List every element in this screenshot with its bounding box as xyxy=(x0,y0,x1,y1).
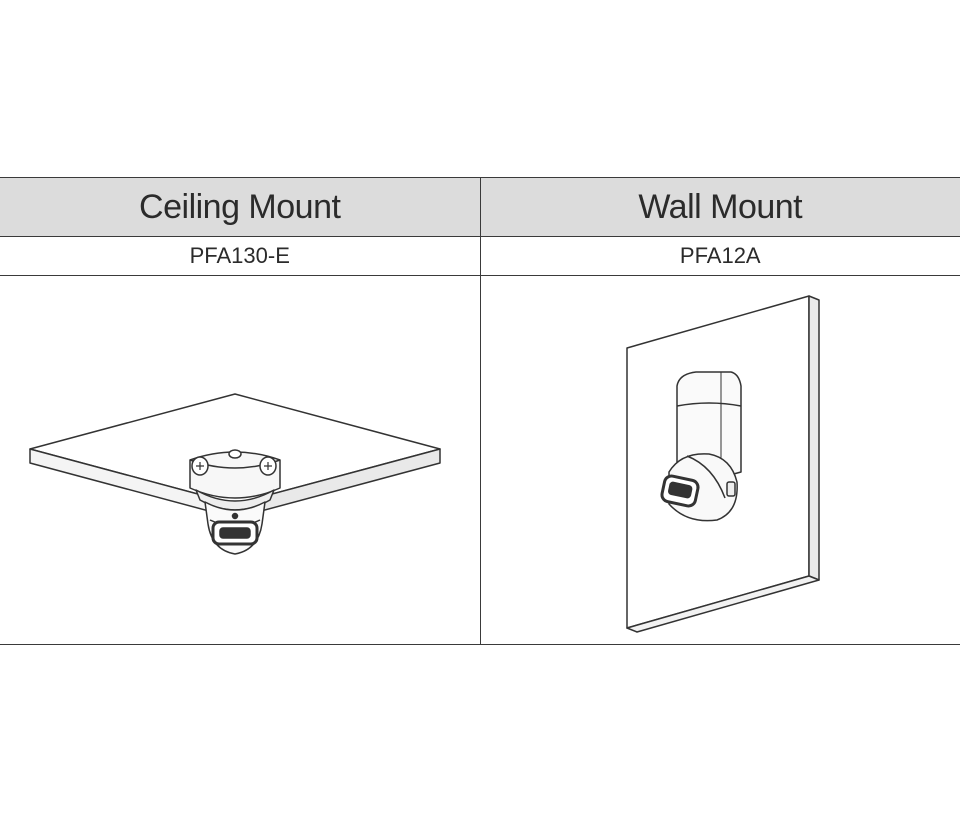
wall-panel-edge xyxy=(807,295,820,581)
junction-box xyxy=(189,451,281,499)
wall-illustration-cell xyxy=(479,275,960,645)
header-wall-mount: Wall Mount xyxy=(479,177,960,237)
model-wall-mount: PFA12A xyxy=(479,236,960,276)
ceiling-illustration-cell xyxy=(0,275,481,645)
header-ceiling-mount: Ceiling Mount xyxy=(0,177,481,237)
illustration-row xyxy=(0,275,960,645)
ceiling-mount-illustration xyxy=(29,393,441,555)
wall-mount-illustration xyxy=(625,295,820,633)
mount-table: Ceiling Mount Wall Mount PFA130-E PFA12A xyxy=(0,177,960,645)
header-row: Ceiling Mount Wall Mount xyxy=(0,177,960,237)
model-row: PFA130-E PFA12A xyxy=(0,236,960,276)
model-ceiling-mount: PFA130-E xyxy=(0,236,481,276)
